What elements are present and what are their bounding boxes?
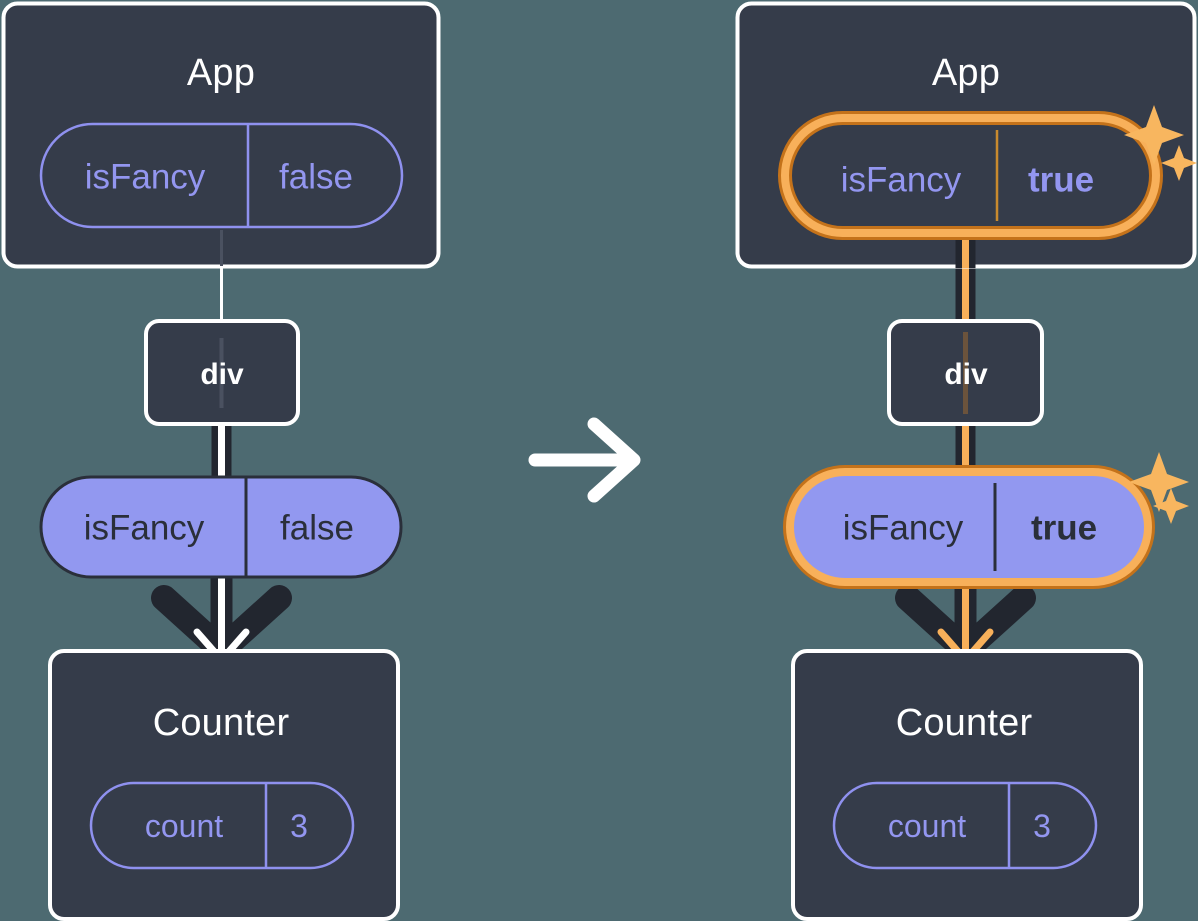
sparkle-large-prop-right xyxy=(1129,452,1189,512)
sparkle-small-prop-right xyxy=(1153,488,1189,524)
arrow-pill-to-counter-left xyxy=(151,555,292,664)
sparkle-small-app-right xyxy=(1161,145,1197,181)
counter-box-left xyxy=(48,649,400,921)
counter-state-pill-right[interactable] xyxy=(832,781,1098,870)
app-box-left xyxy=(1,1,441,269)
arrow-right-icon xyxy=(528,417,641,503)
counter-box-right xyxy=(791,649,1143,921)
app-state-pill-right[interactable] xyxy=(778,111,1163,240)
prop-pill-right[interactable] xyxy=(783,465,1155,589)
div-box-left xyxy=(144,319,300,426)
counter-state-pill-left[interactable] xyxy=(89,781,355,870)
sparkle-large-app-right xyxy=(1124,105,1184,165)
prop-pill-left[interactable] xyxy=(39,475,403,579)
app-state-pill-left[interactable] xyxy=(39,122,404,229)
div-box-right xyxy=(887,319,1044,426)
